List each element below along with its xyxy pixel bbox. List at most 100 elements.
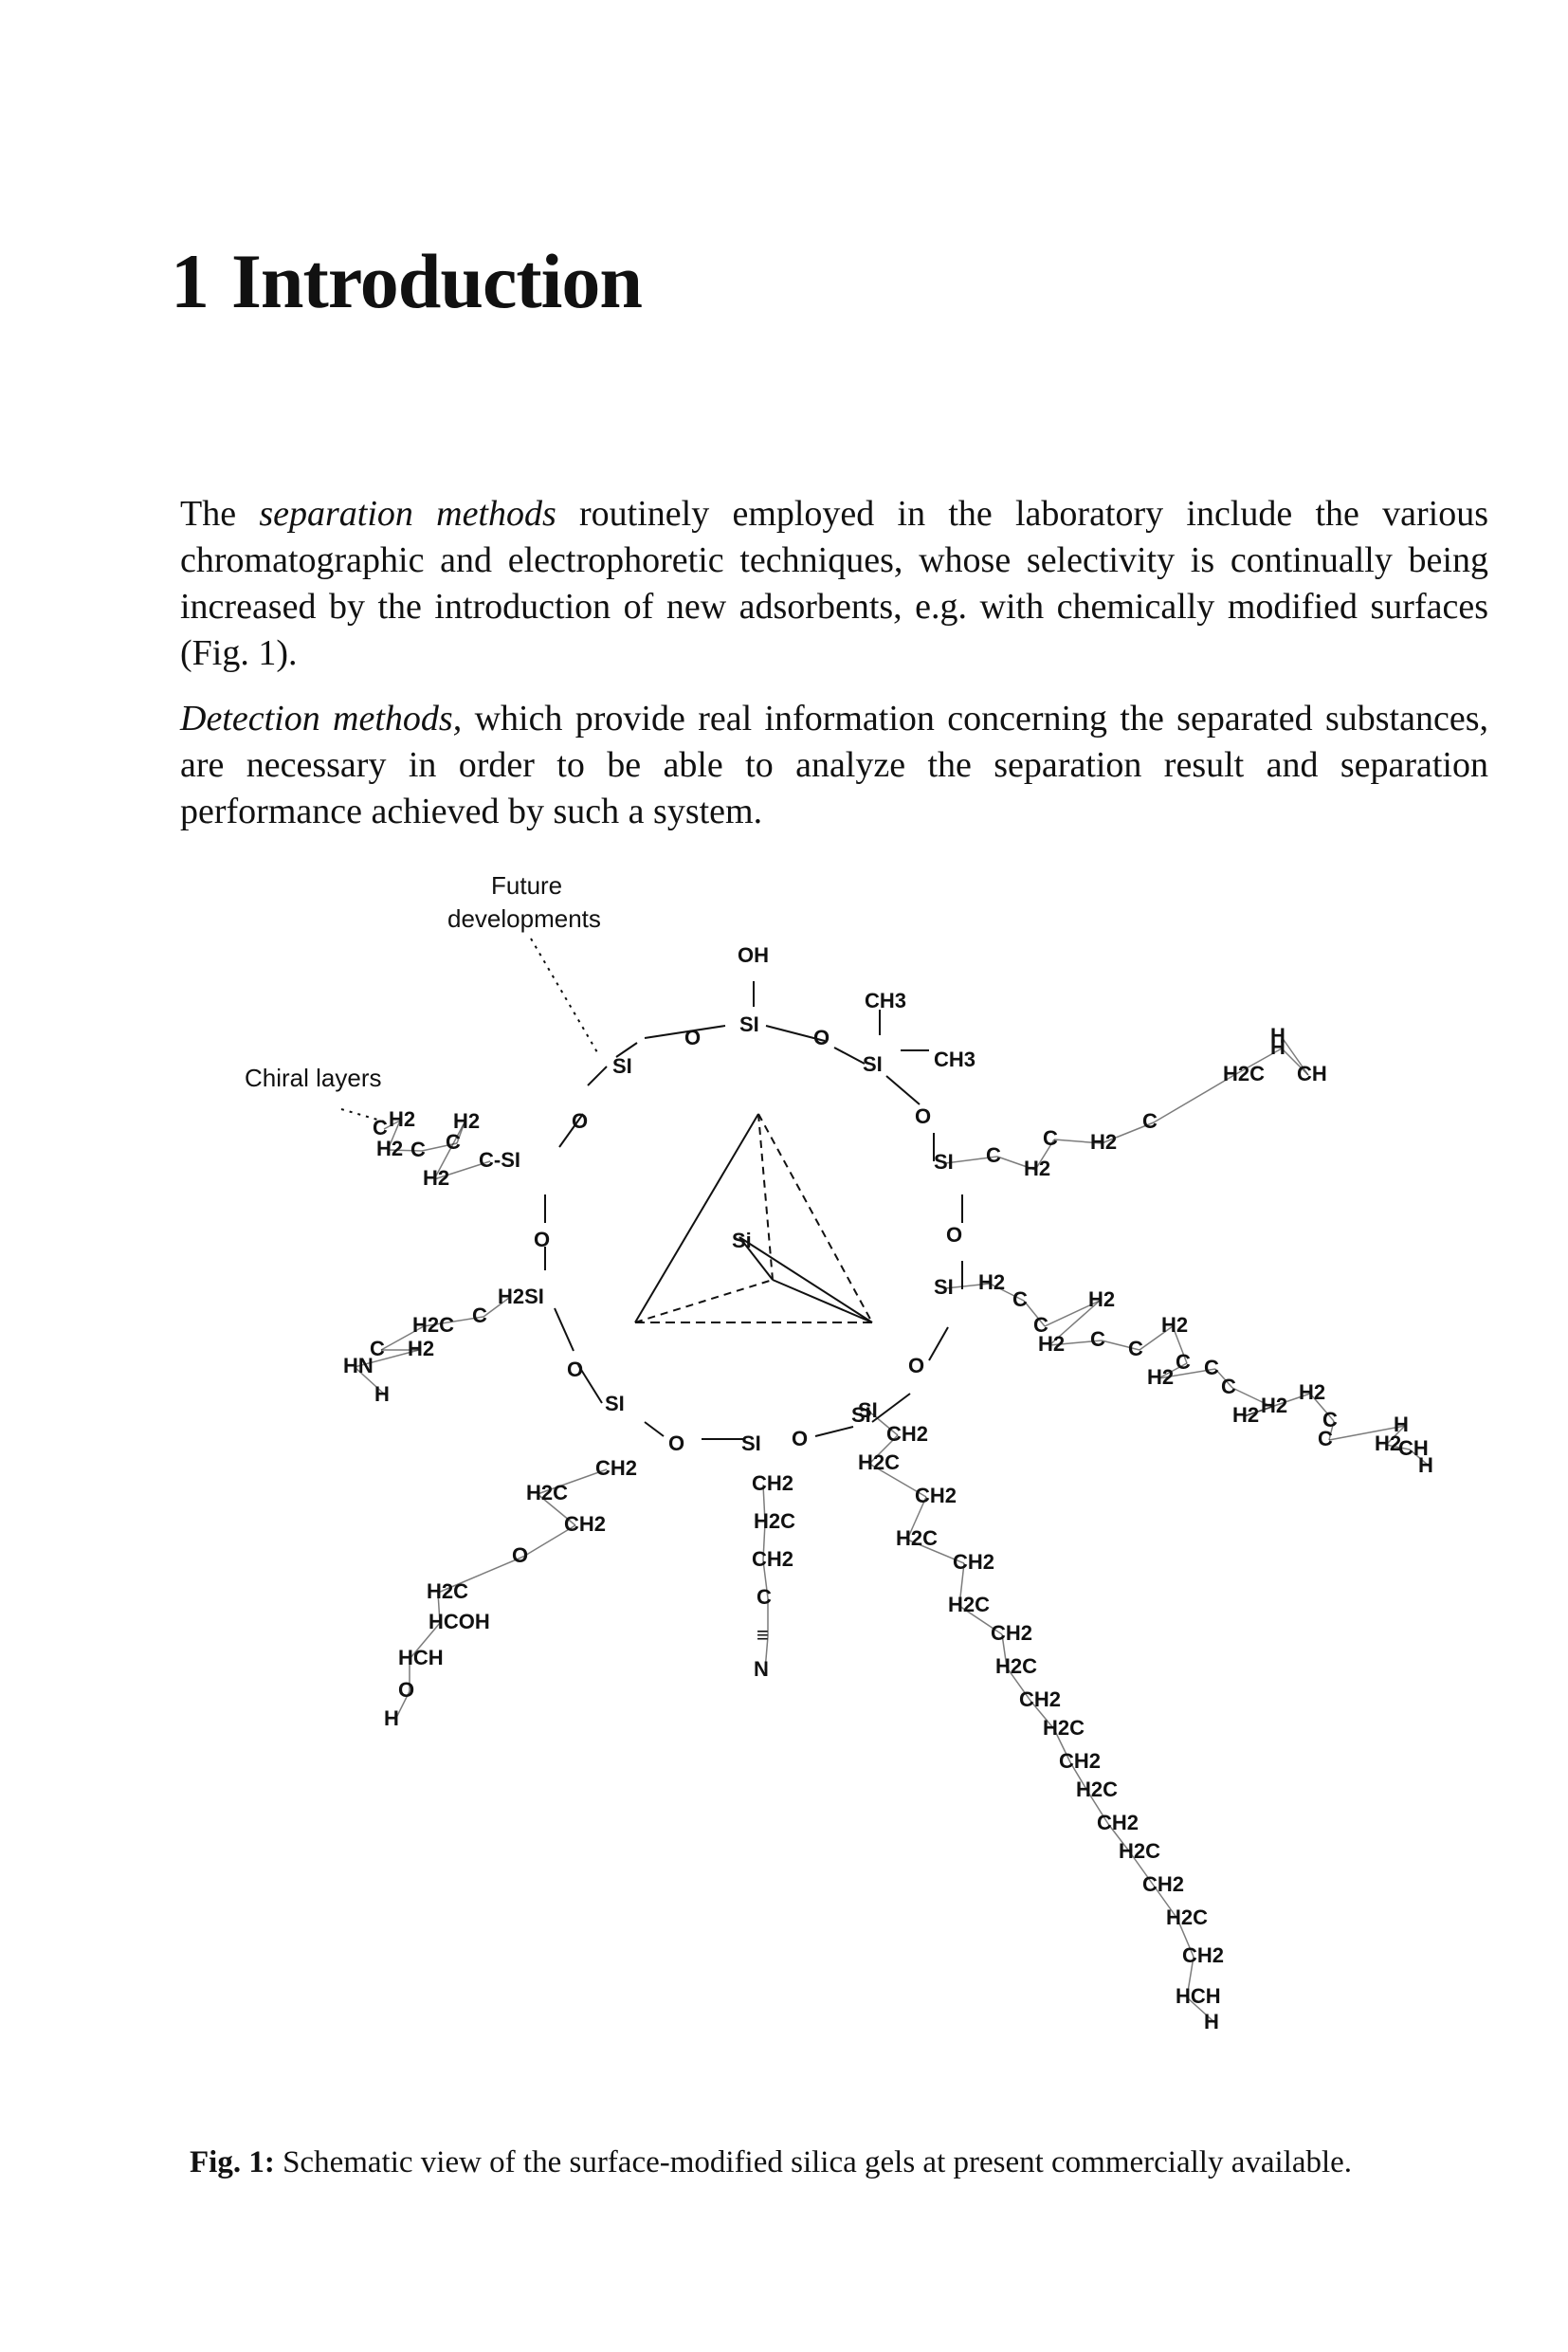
atom-octadecyl-15: CH2 — [1142, 1872, 1184, 1896]
atom-octyl-12: C — [1221, 1375, 1236, 1398]
atom-diol-6: HCH — [398, 1646, 444, 1669]
atom-o: O — [668, 1431, 684, 1455]
atom-butyl-6: H2C — [1223, 1062, 1265, 1085]
bond-butyl — [1053, 1139, 1103, 1144]
bond-amino — [483, 1297, 510, 1318]
chapter-title: Introduction — [231, 238, 643, 324]
atom-butyl-9: H — [1270, 1024, 1285, 1048]
bond-octadecyl — [868, 1463, 927, 1498]
atom-o: O — [915, 1104, 931, 1128]
bond-nitrile — [762, 1484, 766, 1523]
bond-diol — [537, 1468, 608, 1495]
bond-octyl — [1158, 1368, 1216, 1379]
bond-octadecyl — [1129, 1851, 1155, 1887]
bond-octyl — [1139, 1325, 1174, 1351]
atom-chiral-6: H2 — [423, 1166, 449, 1190]
atom-octadecyl-12: H2C — [1076, 1778, 1118, 1801]
bond-octyl — [1309, 1393, 1335, 1422]
atom-octadecyl-3: CH2 — [915, 1484, 957, 1507]
atom-si: SI — [605, 1392, 625, 1415]
atom-diol-8: H — [384, 1706, 399, 1730]
bond-butyl — [1281, 1048, 1309, 1076]
atom-o: O — [813, 1026, 830, 1049]
ring-atoms: OH SI O SI O CH3 SI CH3 O O O O O O SI O… — [534, 943, 975, 1455]
leader-line-future — [530, 938, 598, 1053]
atom-chiral-1: H2 — [389, 1107, 415, 1131]
atom-octadecyl-7: CH2 — [991, 1621, 1032, 1645]
substituent-chains: CH2H2CCH2C≡NCH2H2CCH2OH2CHCOHHCHOHH2SICH… — [343, 1024, 1433, 2033]
bond-butyl — [1101, 1121, 1155, 1144]
atom-octyl-10: H2 — [1147, 1365, 1174, 1389]
atom-octyl-21: H — [1418, 1453, 1433, 1477]
atom-butyl-4: H2 — [1090, 1130, 1117, 1154]
atom-octadecyl-5: CH2 — [953, 1550, 994, 1574]
bond-octyl — [1023, 1300, 1046, 1327]
atom-octadecyl-10: H2C — [1043, 1716, 1085, 1740]
paragraph-detection-methods: Detection methods, which provide real in… — [180, 696, 1488, 835]
bond-chiral — [433, 1121, 465, 1180]
atom-nitrile-5: N — [754, 1657, 769, 1681]
atom-octadecyl-8: H2C — [995, 1654, 1037, 1678]
bond-octadecyl — [1176, 1918, 1194, 1958]
bond-chiral — [387, 1120, 401, 1151]
atom-si: SI — [851, 1403, 871, 1427]
atom-octyl-9: C — [1176, 1350, 1191, 1374]
atom-octadecyl-0: SI — [858, 1398, 878, 1422]
bond-nitrile — [764, 1635, 769, 1671]
paragraph-body: routinely employed in the laboratory inc… — [180, 494, 1488, 673]
atom-oh: OH — [738, 943, 769, 967]
atom-o: O — [534, 1228, 550, 1251]
label-future: Future — [491, 871, 562, 900]
atom-diol-1: H2C — [526, 1481, 568, 1504]
atom-chiral-3: C — [410, 1138, 426, 1161]
atom-amino-4: H2 — [408, 1337, 434, 1360]
bond-octyl — [1243, 1393, 1311, 1417]
bond-octyl — [1101, 1340, 1140, 1351]
bond-butyl — [1233, 1048, 1283, 1076]
atom-octyl-2: C — [1012, 1287, 1028, 1311]
bond-butyl — [1153, 1074, 1235, 1123]
atom-chiral-2: H2 — [376, 1137, 403, 1160]
atom-diol-3: O — [512, 1543, 528, 1567]
bond-diol — [537, 1493, 576, 1526]
bond-octyl — [1328, 1420, 1335, 1441]
atom-octyl-14: H2 — [1232, 1403, 1259, 1427]
atom-octyl-19: H2 — [1375, 1431, 1401, 1455]
atom-butyl-0: SI — [934, 1150, 954, 1174]
bond-octadecyl — [958, 1605, 1003, 1635]
atom-octyl-17: C — [1318, 1427, 1333, 1450]
bond-amino — [354, 1366, 387, 1396]
atom-octyl-20: CH — [1398, 1436, 1429, 1460]
atom-octadecyl-1: CH2 — [886, 1422, 928, 1446]
atom-octyl-4: H2 — [1088, 1287, 1115, 1311]
bond-octadecyl — [868, 1411, 899, 1436]
bond-chiral — [383, 1120, 401, 1130]
atom-amino-5: HN — [343, 1354, 374, 1377]
atom-si: SI — [612, 1054, 632, 1078]
bond-diol — [437, 1592, 441, 1624]
bond-octadecyl — [906, 1496, 927, 1541]
bond-octyl — [1214, 1368, 1233, 1389]
paragraph-body: which provide real information concernin… — [180, 699, 1488, 831]
bond-octyl — [989, 1283, 1025, 1302]
atom-amino-3: C — [370, 1337, 385, 1360]
atom-octyl-16: C — [1322, 1408, 1338, 1431]
bond-octyl — [1231, 1387, 1273, 1408]
atom-si: SI — [741, 1431, 761, 1455]
atom-butyl-7: H — [1270, 1035, 1285, 1059]
figure-caption: Fig. 1: Schematic view of the surface-mo… — [190, 2145, 1352, 2180]
bond-amino — [423, 1316, 484, 1327]
atom-ch3: CH3 — [865, 989, 906, 1012]
paragraph-lead: The — [180, 494, 260, 534]
bond-chiral — [421, 1142, 458, 1152]
atom-chiral-4: C — [446, 1130, 461, 1154]
atom-octyl-18: H — [1394, 1413, 1409, 1436]
bond-diol — [522, 1524, 576, 1558]
atom-butyl-8: CH — [1297, 1062, 1327, 1085]
atom-chiral-7: C-SI — [479, 1148, 520, 1172]
caption-text: Schematic view of the surface-modified s… — [274, 2145, 1353, 2179]
atom-diol-7: O — [398, 1678, 414, 1702]
label-chiral-layers: Chiral layers — [245, 1064, 382, 1092]
bond-octadecyl — [1186, 1996, 1216, 2024]
atom-diol-0: CH2 — [595, 1456, 637, 1480]
